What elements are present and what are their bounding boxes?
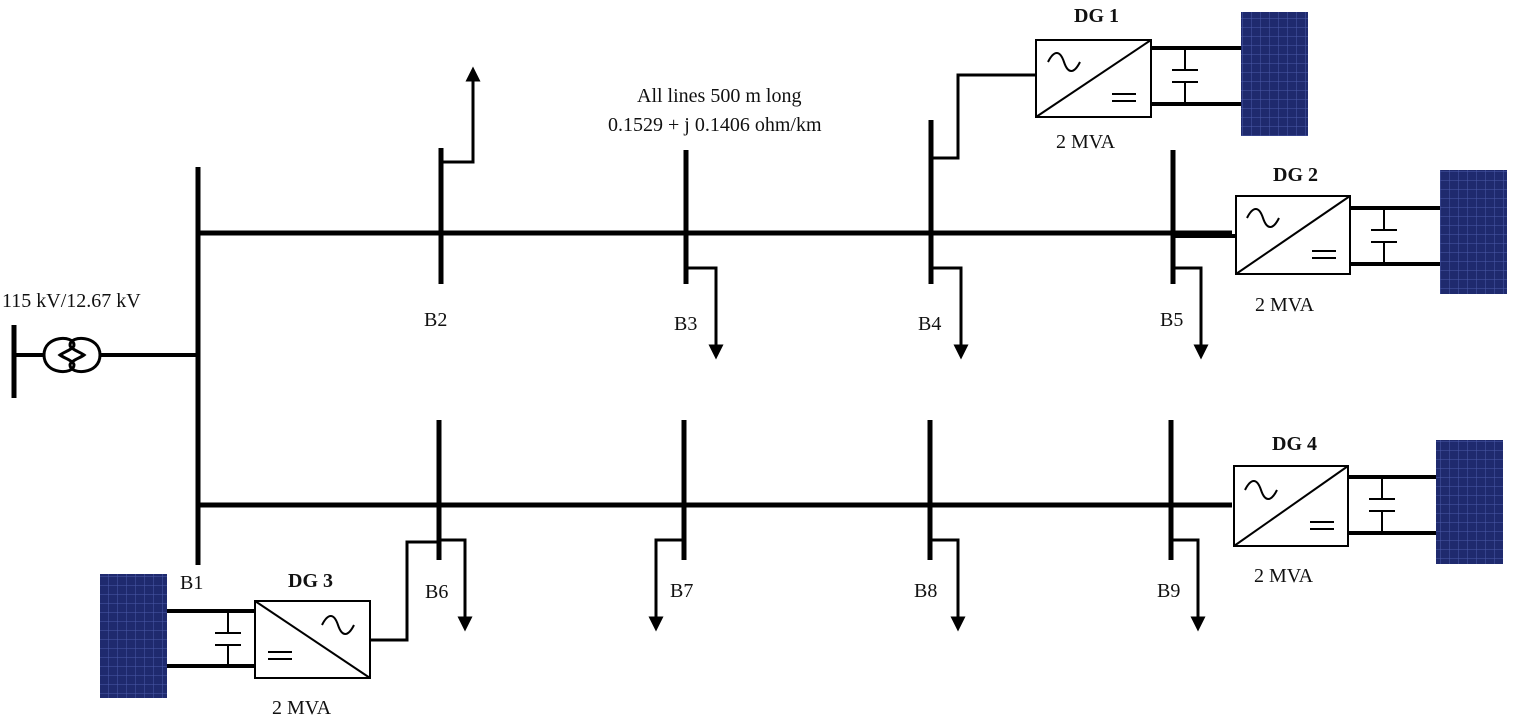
bus-b9: B9 — [1157, 420, 1206, 632]
bus-b6-label: B6 — [425, 581, 448, 603]
bus-b8: B8 — [914, 420, 966, 632]
bus-b4: B4 — [918, 73, 1036, 360]
load-arrow-b6 — [439, 538, 473, 632]
line-note-1: All lines 500 m long — [637, 85, 801, 107]
line-note-2: 0.1529 + j 0.1406 ohm/km — [608, 114, 822, 136]
dg1: DG 1 2 MVA — [1035, 5, 1308, 153]
transformer-secondary-coil — [68, 336, 102, 374]
dg1-ac-symbol — [1047, 52, 1081, 72]
dg3-pv-panel — [100, 574, 167, 698]
load-arrow-b4 — [931, 266, 969, 360]
bus-b3: B3 — [674, 150, 724, 360]
bus-b1-label: B1 — [180, 572, 203, 594]
load-arrow-b3 — [686, 266, 724, 360]
bus-b8-label: B8 — [914, 580, 937, 602]
dg1-pv-panel — [1241, 12, 1308, 136]
load-arrow-b9 — [1171, 538, 1206, 632]
dg2: DG 2 2 MVA — [1173, 164, 1507, 316]
transformer-label: 115 kV/12.67 kV — [2, 290, 141, 312]
dg2-pv-panel — [1440, 170, 1507, 294]
load-arrow-b7 — [648, 538, 684, 632]
transformer-primary-coil — [42, 336, 76, 374]
dg1-rating: 2 MVA — [1056, 131, 1116, 153]
bus-b4-label: B4 — [918, 313, 941, 335]
bus-b3-label: B3 — [674, 313, 697, 335]
load-arrow-b8 — [930, 538, 966, 632]
dg2-title: DG 2 — [1273, 164, 1318, 186]
dg2-rating: 2 MVA — [1255, 294, 1315, 316]
dg3-rating: 2 MVA — [272, 697, 332, 719]
bus-b6: B6 — [370, 420, 473, 642]
dg4-title: DG 4 — [1272, 433, 1317, 455]
dg3-connection — [370, 540, 439, 642]
load-arrow-b5 — [1173, 266, 1209, 360]
dg3-ac-symbol — [321, 615, 355, 635]
dg4-rating: 2 MVA — [1254, 565, 1314, 587]
dg4-ac-symbol — [1244, 480, 1278, 500]
dg4-pv-panel — [1436, 440, 1503, 564]
bus-b2: B2 — [424, 66, 481, 331]
load-arrow-b2 — [441, 66, 481, 164]
dg3-title: DG 3 — [288, 570, 333, 592]
bus-b7-label: B7 — [670, 580, 693, 602]
dg2-ac-symbol — [1246, 208, 1280, 228]
bus-b2-label: B2 — [424, 309, 447, 331]
dg3: DG 3 2 MVA — [100, 570, 371, 719]
bus-b9-label: B9 — [1157, 580, 1180, 602]
dg1-title: DG 1 — [1074, 5, 1119, 27]
dg4: DG 4 2 MVA — [1233, 433, 1503, 587]
dg1-connection — [931, 73, 1036, 160]
source-transformer: 115 kV/12.67 kV — [2, 290, 198, 398]
bus-b7: B7 — [648, 420, 693, 632]
bus-b5: B5 — [1160, 150, 1209, 360]
bus-b5-label: B5 — [1160, 309, 1183, 331]
